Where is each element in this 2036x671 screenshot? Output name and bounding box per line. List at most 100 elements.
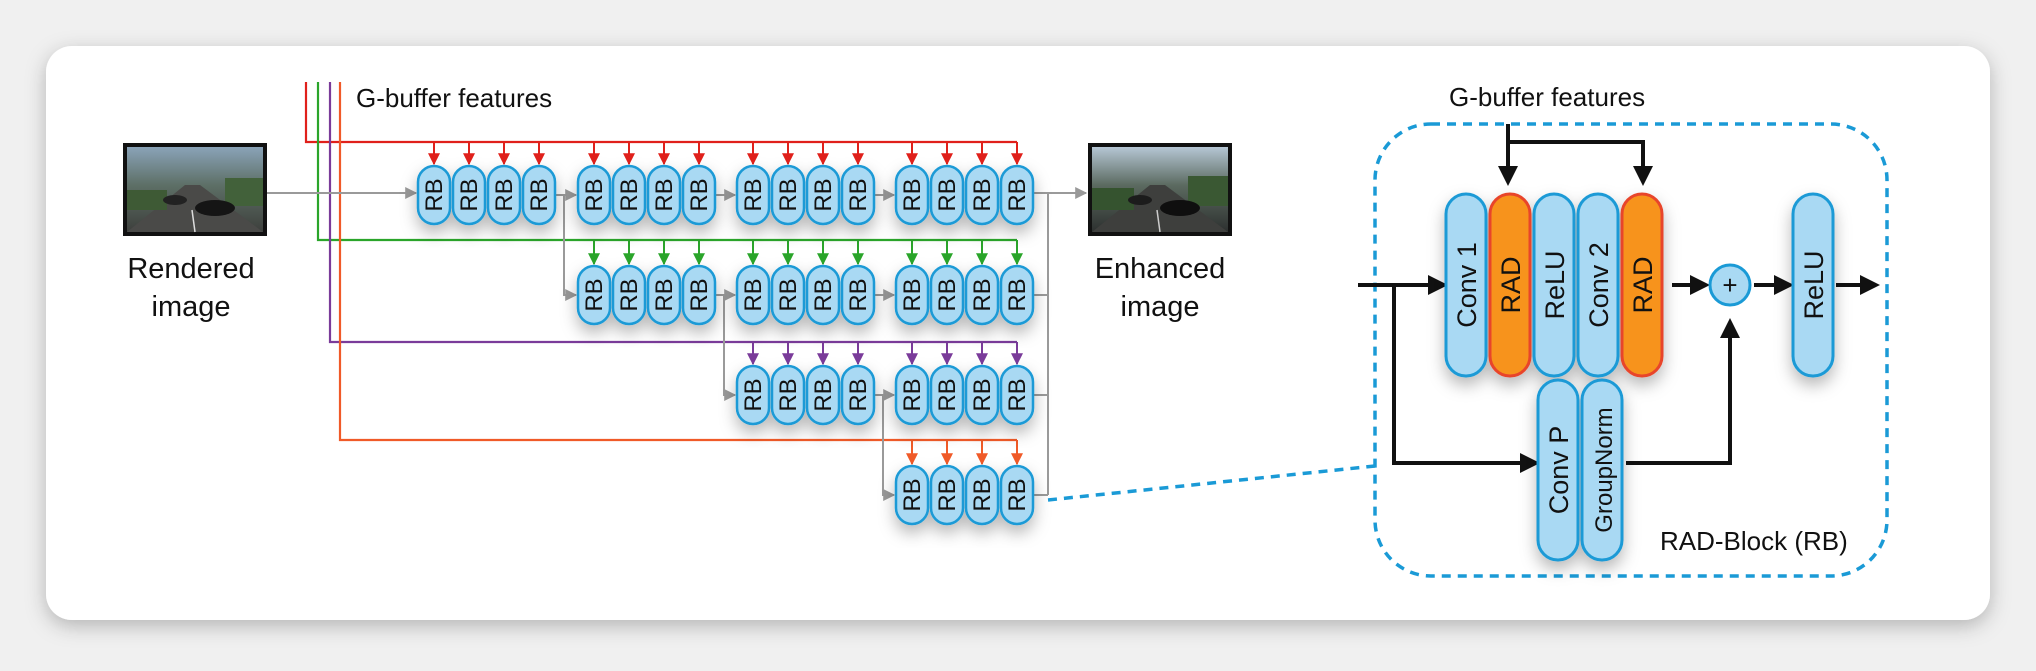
rb-block <box>611 264 647 326</box>
rb-label: RB <box>899 378 926 411</box>
rb-block <box>805 264 841 326</box>
rb-block <box>735 364 771 426</box>
rb-label: RB <box>581 278 608 311</box>
conv1-label: Conv 1 <box>1452 242 1482 328</box>
rendered-label-line2: image <box>152 291 231 323</box>
zoom-connector <box>1047 464 1376 502</box>
rb-block <box>770 264 806 326</box>
feature-bus-1 <box>316 82 1017 242</box>
rb-block <box>929 464 965 526</box>
rb-label: RB <box>969 178 996 211</box>
rb-block <box>770 164 806 226</box>
rb-block <box>416 164 452 226</box>
conv2-label: Conv 2 <box>1584 242 1614 328</box>
rb-group <box>576 264 717 326</box>
rb-label: RB <box>845 378 872 411</box>
convp-box <box>1536 378 1580 562</box>
rad-block-boundary <box>1373 122 1889 578</box>
rb-block <box>999 464 1035 526</box>
branch-flow <box>563 195 578 301</box>
conv2-box <box>1576 192 1620 378</box>
rendered-label-line1: Rendered <box>127 253 254 285</box>
relu1-label: ReLU <box>1540 250 1570 319</box>
rb-label: RB <box>934 378 961 411</box>
rb-block <box>805 364 841 426</box>
convp-label: Conv P <box>1544 426 1574 515</box>
rb-block <box>894 364 930 426</box>
rb-block <box>894 264 930 326</box>
rb-block <box>840 164 876 226</box>
rb-label: RB <box>810 278 837 311</box>
rb-block <box>929 364 965 426</box>
rb-group <box>894 364 1035 426</box>
rb-block <box>735 264 771 326</box>
rb-group <box>894 264 1035 326</box>
rb-label: RB <box>899 178 926 211</box>
rb-label: RB <box>1004 378 1031 411</box>
enhanced-label-line2: image <box>1121 291 1200 323</box>
feature-lines <box>304 82 1023 466</box>
rb-block <box>964 264 1000 326</box>
feature-bus-3 <box>338 82 1017 442</box>
feature-bus-0 <box>304 82 1017 144</box>
rb-label: RB <box>526 178 553 211</box>
rb-block <box>929 264 965 326</box>
rad2-label: RAD <box>1628 256 1658 313</box>
right-gbuffer-label: G-buffer features <box>1449 82 1645 112</box>
conv1-box <box>1444 192 1488 378</box>
rb-block <box>964 464 1000 526</box>
rb-block <box>894 164 930 226</box>
rb-label: RB <box>740 178 767 211</box>
rb-block <box>576 264 612 326</box>
sum-symbol: + <box>1722 270 1737 300</box>
rb-block <box>999 164 1035 226</box>
rb-label: RB <box>845 178 872 211</box>
rb-group <box>576 164 717 226</box>
rad1-box <box>1488 192 1532 378</box>
groupnorm-box <box>1580 378 1624 562</box>
flow-lines <box>267 187 1088 501</box>
rb-block <box>840 364 876 426</box>
rb-label: RB <box>651 178 678 211</box>
rb-label: RB <box>810 378 837 411</box>
rb-group <box>735 264 876 326</box>
rb-block <box>681 264 717 326</box>
branch-flow <box>723 295 737 401</box>
rb-label: RB <box>899 478 926 511</box>
rb-label: RB <box>899 278 926 311</box>
rb-group <box>735 164 876 226</box>
rad-block-caption: RAD-Block (RB) <box>1660 526 1848 556</box>
rb-group <box>735 364 876 426</box>
rad1-label: RAD <box>1496 256 1526 313</box>
rb-block <box>646 264 682 326</box>
rb-block <box>681 164 717 226</box>
enhanced-image-thumbnail <box>1088 143 1232 236</box>
rb-block <box>486 164 522 226</box>
rb-block <box>770 364 806 426</box>
rb-label: RB <box>1004 178 1031 211</box>
rb-label: RB <box>740 378 767 411</box>
rb-label: RB <box>775 378 802 411</box>
rb-label: RB <box>810 178 837 211</box>
rb-block <box>451 164 487 226</box>
rb-label: RB <box>616 278 643 311</box>
rb-group <box>894 164 1035 226</box>
enhanced-label-line1: Enhanced <box>1095 253 1226 285</box>
relu1-box <box>1532 192 1576 378</box>
rb-block <box>964 164 1000 226</box>
rb-block <box>840 264 876 326</box>
rb-block <box>611 164 647 226</box>
rb-label: RB <box>456 178 483 211</box>
rb-label: RB <box>740 278 767 311</box>
rb-label: RB <box>581 178 608 211</box>
rb-block <box>894 464 930 526</box>
groupnorm-label: GroupNorm <box>1591 407 1618 532</box>
rb-label: RB <box>686 278 713 311</box>
branch-flow <box>882 395 896 501</box>
rad2-box <box>1620 192 1664 378</box>
rb-block <box>999 264 1035 326</box>
rb-group <box>416 164 557 226</box>
rb-label: RB <box>934 478 961 511</box>
